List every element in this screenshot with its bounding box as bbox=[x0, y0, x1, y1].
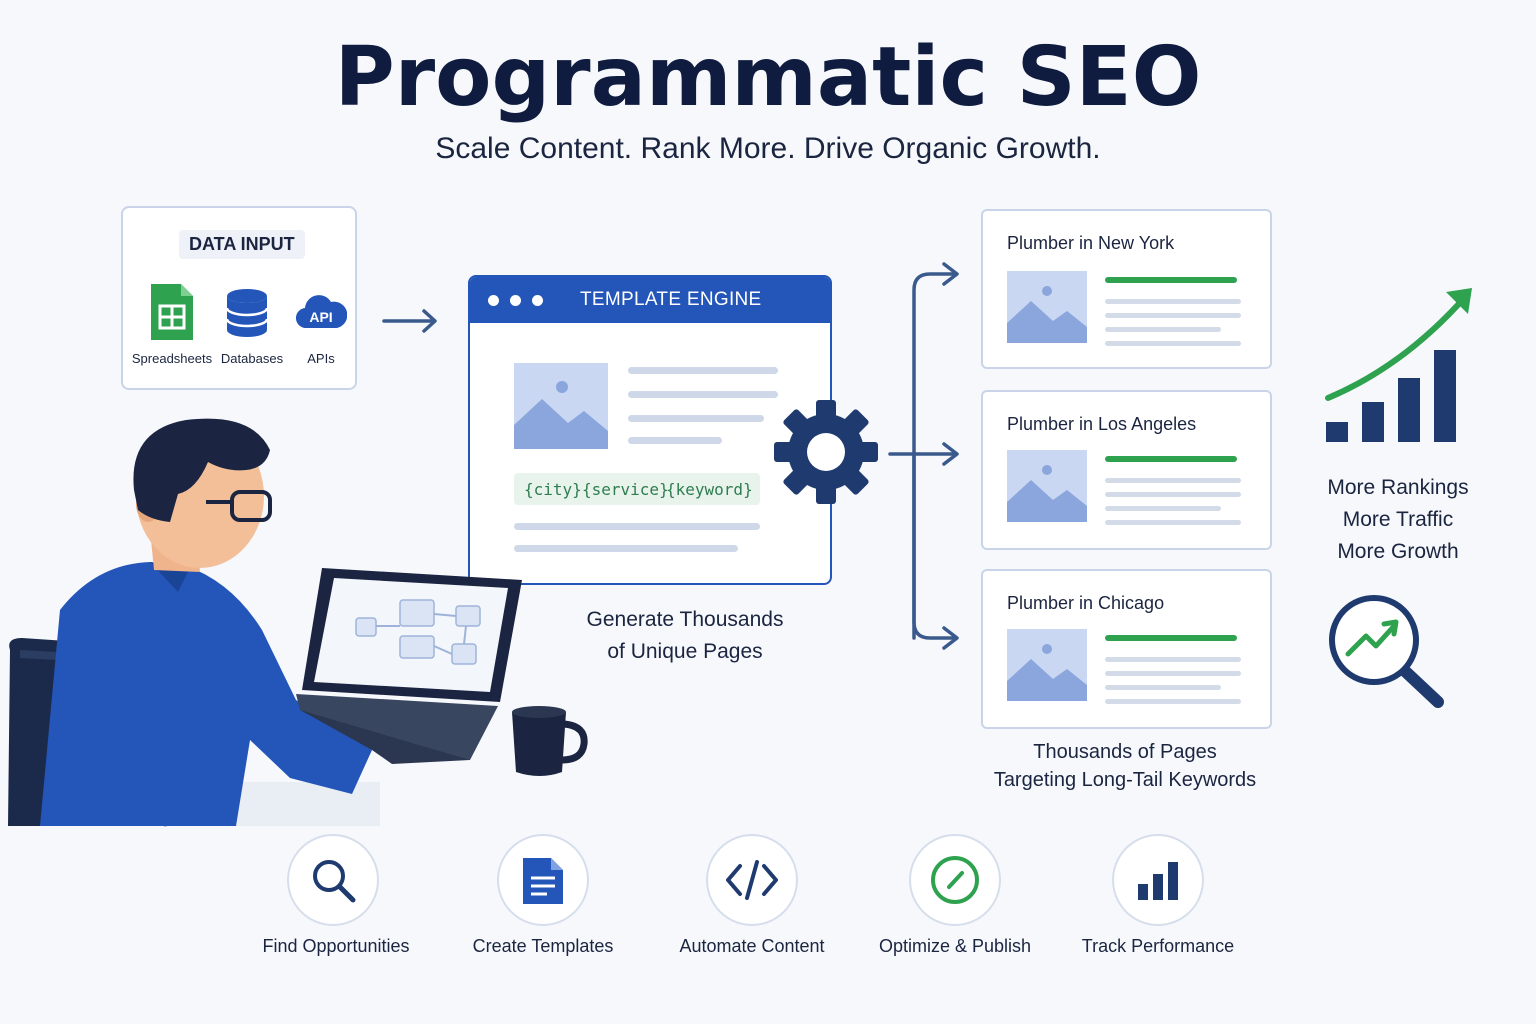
growth-chart-icon bbox=[1325, 288, 1472, 442]
text-line bbox=[628, 391, 778, 398]
step-track-performance bbox=[1112, 834, 1204, 926]
window-dot-icon bbox=[510, 295, 521, 306]
data-input-panel: DATA INPUT Spreadsheets Databases API AP… bbox=[121, 206, 357, 390]
api-cloud-icon: API bbox=[296, 295, 347, 329]
center-caption-line1: Generate Thousands bbox=[586, 608, 784, 631]
magnifier-trend-icon bbox=[1329, 595, 1444, 708]
text-line bbox=[1105, 341, 1241, 346]
source-label-spreadsheets: Spreadsheets bbox=[131, 351, 213, 366]
growth-text: More Rankings More Traffic More Growth bbox=[1308, 472, 1488, 568]
token-service: {service} bbox=[582, 480, 669, 499]
source-label-apis: APIs bbox=[307, 351, 335, 366]
branch-arrows bbox=[888, 262, 959, 650]
page-card-title: Plumber in New York bbox=[1007, 233, 1175, 253]
accent-line bbox=[1105, 456, 1237, 462]
growth-line-growth: More Growth bbox=[1337, 540, 1459, 563]
spreadsheet-icon bbox=[151, 284, 193, 340]
gear-icon bbox=[774, 400, 878, 504]
step-optimize-publish bbox=[909, 834, 1001, 926]
image-placeholder-icon bbox=[514, 363, 608, 449]
accent-line bbox=[1105, 277, 1237, 283]
person-at-laptop-illustration bbox=[8, 418, 588, 827]
glasses bbox=[230, 490, 272, 522]
center-caption-line2: of Unique Pages bbox=[607, 640, 763, 663]
text-line bbox=[1105, 478, 1241, 483]
text-line bbox=[1105, 492, 1241, 497]
text-line bbox=[1105, 327, 1221, 332]
template-tokens: {city} {service} {keyword} bbox=[514, 473, 760, 505]
growth-line-rankings: More Rankings bbox=[1327, 476, 1469, 499]
window-dot-icon bbox=[488, 295, 499, 306]
template-engine-title: TEMPLATE ENGINE bbox=[580, 289, 762, 310]
text-line bbox=[514, 523, 760, 530]
text-line bbox=[1105, 520, 1241, 525]
text-line bbox=[628, 415, 764, 422]
step-automate-content bbox=[706, 834, 798, 926]
text-line bbox=[628, 437, 722, 444]
template-engine-window: TEMPLATE ENGINE {city} {service} {keywor… bbox=[468, 275, 832, 585]
text-line bbox=[1105, 685, 1221, 690]
pages-caption-line2: Targeting Long-Tail Keywords bbox=[993, 769, 1257, 791]
api-badge-text: API bbox=[309, 309, 332, 325]
text-line bbox=[1105, 299, 1241, 304]
data-input-label: DATA INPUT bbox=[179, 230, 305, 259]
generated-page-card: Plumber in New York bbox=[981, 209, 1272, 369]
hair bbox=[133, 418, 270, 522]
text-line bbox=[1105, 657, 1241, 662]
bar-chart-icon bbox=[1138, 862, 1178, 900]
page-title: Programmatic SEO bbox=[334, 30, 1202, 125]
template-engine-titlebar bbox=[470, 277, 830, 323]
growth-line-traffic: More Traffic bbox=[1342, 508, 1454, 531]
token-keyword: {keyword} bbox=[666, 480, 753, 499]
image-placeholder-icon bbox=[1007, 629, 1087, 701]
accent-line bbox=[1105, 635, 1237, 641]
step-label: Create Templates bbox=[472, 936, 614, 956]
generated-page-card: Plumber in Chicago bbox=[981, 569, 1272, 729]
window-dot-icon bbox=[532, 295, 543, 306]
text-line bbox=[514, 545, 738, 552]
database-icon bbox=[225, 289, 269, 337]
code-icon bbox=[726, 860, 778, 900]
generated-page-card: Plumber in Los Angeles bbox=[981, 390, 1272, 550]
source-label-databases: Databases bbox=[220, 351, 284, 366]
laptop-base bbox=[296, 694, 498, 760]
search-icon bbox=[313, 860, 356, 903]
step-create-templates bbox=[497, 834, 589, 926]
text-line bbox=[628, 367, 778, 374]
arrow-right-icon bbox=[382, 309, 437, 333]
step-label: Find Opportunities bbox=[262, 936, 410, 956]
coffee-mug bbox=[512, 709, 566, 776]
document-icon bbox=[523, 858, 563, 904]
page-card-title: Plumber in Los Angeles bbox=[1007, 414, 1197, 434]
check-circle-icon bbox=[931, 856, 979, 904]
token-city: {city} bbox=[524, 480, 582, 499]
blue-shirt bbox=[40, 562, 372, 826]
center-caption: Generate Thousands of Unique Pages bbox=[560, 604, 810, 668]
text-line bbox=[1105, 671, 1241, 676]
text-line bbox=[1105, 506, 1221, 511]
page-subtitle: Scale Content. Rank More. Drive Organic … bbox=[435, 132, 1101, 165]
pages-caption-line1: Thousands of Pages bbox=[1033, 741, 1217, 763]
step-find-opportunities bbox=[287, 834, 379, 926]
step-label: Optimize & Publish bbox=[878, 936, 1032, 956]
pages-caption: Thousands of Pages Targeting Long-Tail K… bbox=[980, 738, 1270, 794]
image-placeholder-icon bbox=[1007, 450, 1087, 522]
text-line bbox=[1105, 699, 1241, 704]
page-card-title: Plumber in Chicago bbox=[1007, 593, 1165, 613]
text-line bbox=[1105, 313, 1241, 318]
step-label: Automate Content bbox=[679, 936, 825, 956]
image-placeholder-icon bbox=[1007, 271, 1087, 343]
step-label: Track Performance bbox=[1081, 936, 1235, 956]
